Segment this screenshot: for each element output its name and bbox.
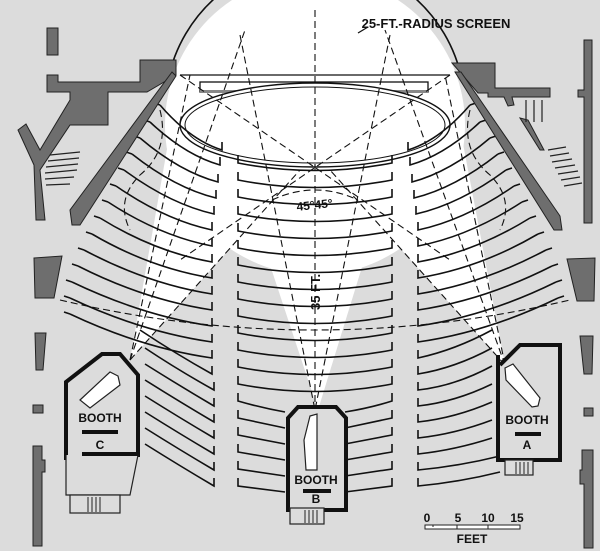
scale-bar [424,524,521,530]
walls [17,27,596,549]
projector-b [303,413,318,471]
wall-left-lower [32,445,46,547]
wall-left-diagonal [69,71,177,226]
pillar-right-2 [579,335,594,375]
angle-label: 45°45° [296,196,334,214]
wall-left-upper [17,59,177,221]
wall-right-stair-rail [518,117,545,151]
sightlines [59,10,571,411]
pillar-right-3 [583,407,594,417]
projector-a [504,363,541,408]
scale-tick-5: 5 [455,511,462,525]
seating-left [63,102,223,488]
wall-right-upper [450,62,551,107]
pillar-left-2 [34,332,47,371]
booth-a-letter: A [523,438,532,452]
booth-a-label: BOOTH [505,413,548,427]
scale-tick-0: 0 [424,511,431,525]
booth-c-letter: C [96,438,105,452]
scale-tick-15: 15 [510,511,524,525]
distance-label: 35 FT. [308,274,323,310]
booth-a [496,343,562,476]
scale-unit: FEET [457,532,488,546]
booth-b-label: BOOTH [294,473,337,487]
pillar-left-1 [33,255,63,299]
stairs-left [44,151,81,186]
projector-c [79,371,121,409]
wall-right-diagonal [454,71,563,231]
booth-b [286,405,348,525]
screen-label: 25-FT.-RADIUS SCREEN [362,16,511,31]
scale-tick-10: 10 [481,511,495,525]
booth-c-label: BOOTH [78,411,121,425]
pillar-left-3 [32,404,44,414]
pillar-right-1 [566,257,596,302]
wall-right-post [577,39,593,224]
stairs-right [525,100,583,187]
booth-c [64,352,140,514]
wall-left-post [46,27,59,56]
screen-arc [167,0,463,81]
booth-b-letter: B [312,492,321,506]
seating-right [407,102,565,487]
wall-right-lower [579,449,594,549]
